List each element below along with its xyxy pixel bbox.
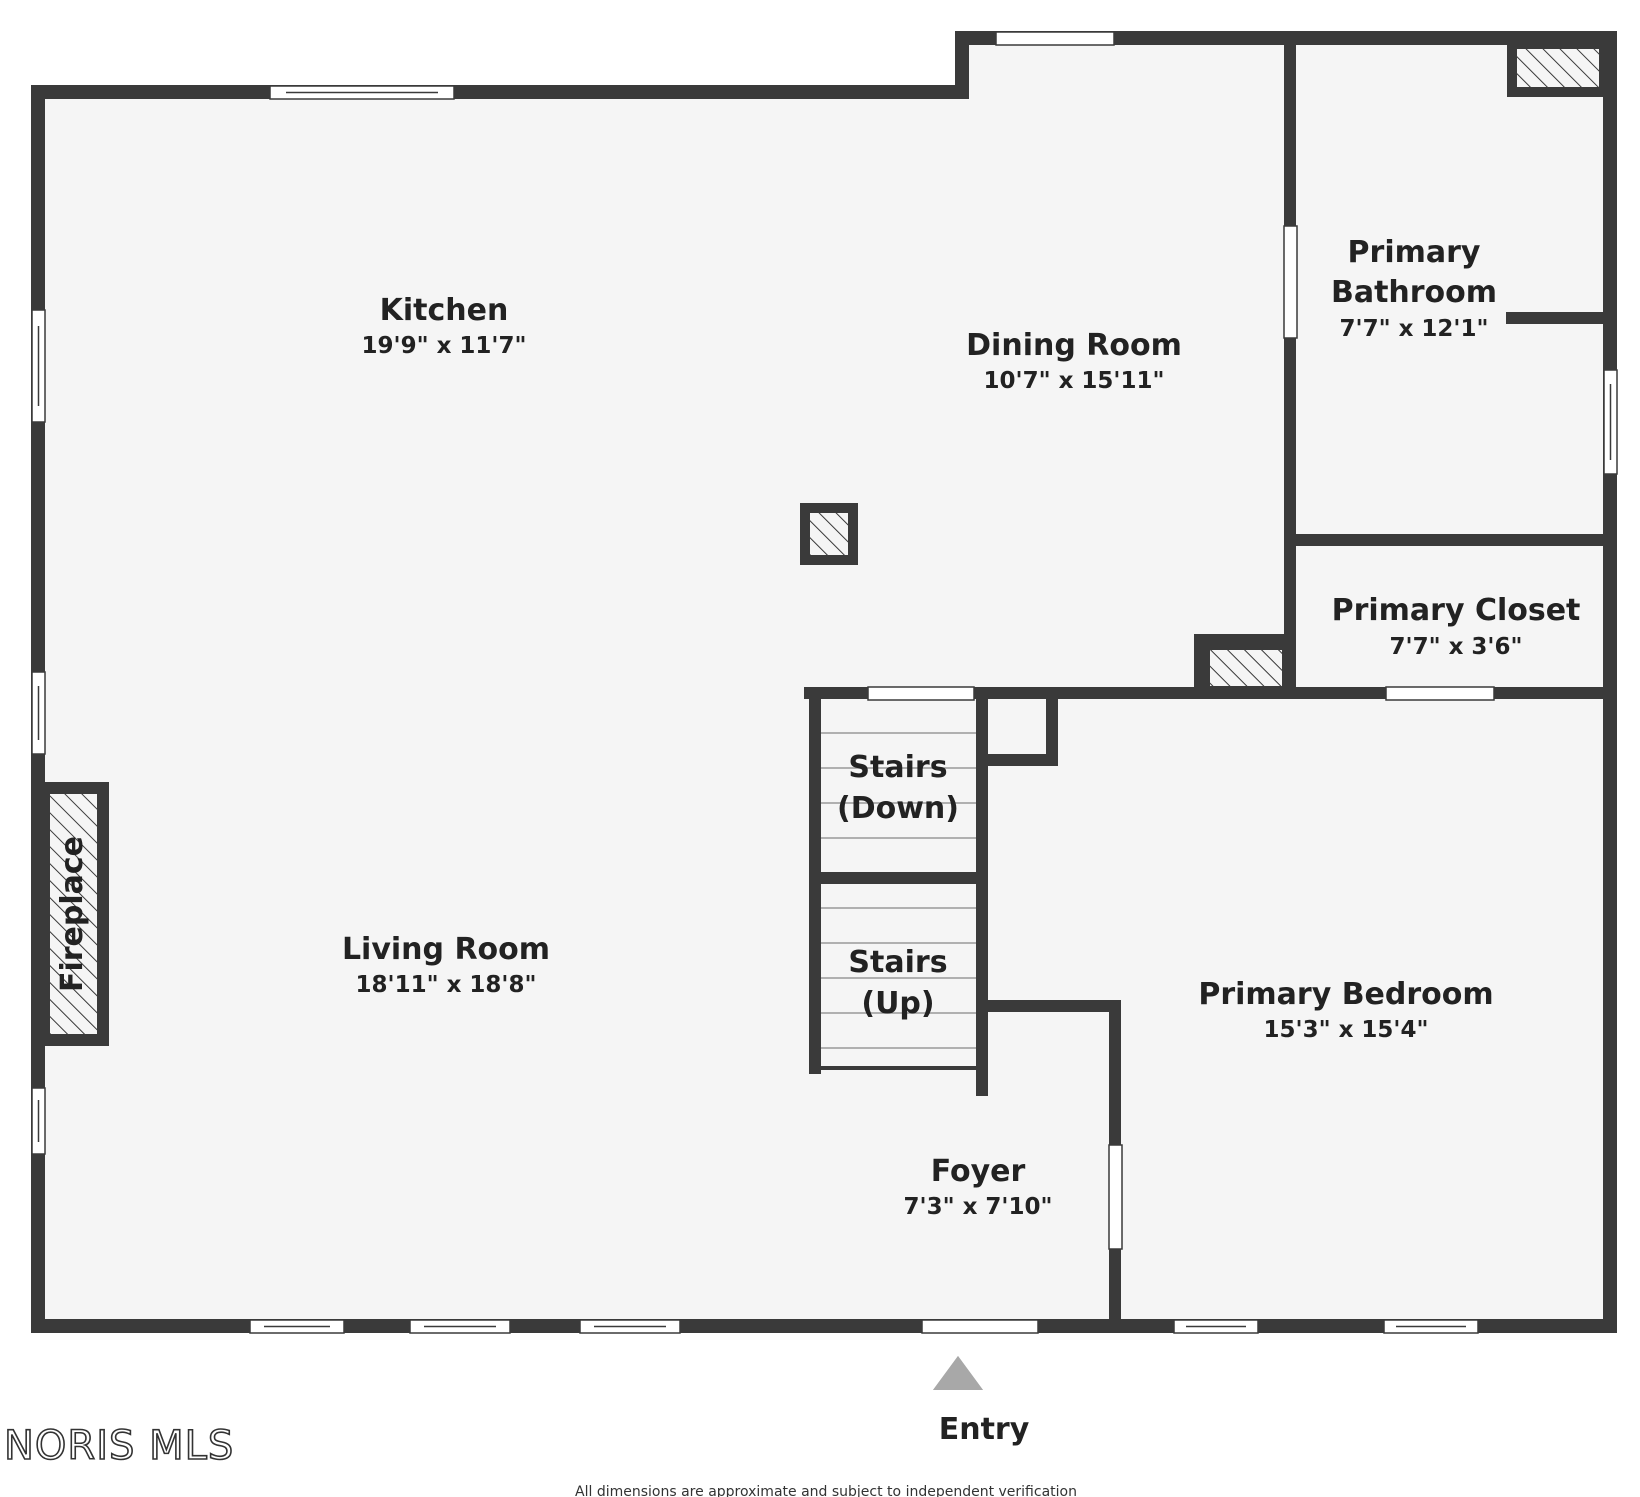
living-room-name: Living Room — [342, 932, 550, 967]
window — [1385, 686, 1495, 701]
dining-room-dims: 10'7" x 15'11" — [984, 368, 1165, 394]
kitchen-dims: 19'9" x 11'7" — [362, 333, 527, 359]
window — [1108, 1144, 1123, 1250]
primary-bedroom-name: Primary Bedroom — [1198, 977, 1493, 1012]
stairs-up-line2: (Up) — [861, 986, 934, 1021]
column — [800, 503, 858, 565]
fireplace-block — [38, 782, 109, 1046]
windows — [31, 31, 1618, 1334]
dining-room-name: Dining Room — [966, 328, 1182, 363]
entry-arrow-shape — [933, 1356, 983, 1390]
entry-label: Entry — [939, 1412, 1030, 1447]
room-labels: Kitchen 19'9" x 11'7" Dining Room 10'7" … — [342, 235, 1580, 1220]
living-room-dims: 18'11" x 18'8" — [356, 972, 537, 998]
foyer-dims: 7'3" x 7'10" — [904, 1194, 1053, 1220]
primary-closet-dims: 7'7" x 3'6" — [1390, 634, 1523, 660]
primary-bedroom-dims: 15'3" x 15'4" — [1264, 1017, 1429, 1043]
fireplace-label: Fireplace — [55, 836, 90, 992]
stairs-down-line2: (Down) — [837, 791, 959, 826]
kitchen-name: Kitchen — [380, 293, 509, 328]
primary-bathroom-name-line1: Primary — [1348, 235, 1481, 270]
primary-bathroom-name-line2: Bathroom — [1331, 275, 1497, 310]
dining-chase — [1202, 642, 1290, 694]
bathroom-chase — [1507, 39, 1609, 97]
foyer-name: Foyer — [931, 1154, 1026, 1189]
window — [867, 686, 975, 701]
floor-area — [38, 38, 1610, 1326]
disclaimer: All dimensions are approximate and subje… — [575, 1484, 1077, 1497]
mls-logo: NORIS MLS — [4, 1423, 234, 1469]
stair-treads — [821, 732, 976, 1049]
window — [1283, 225, 1298, 339]
primary-bathroom-dims: 7'7" x 12'1" — [1340, 316, 1489, 342]
stairs-up-line1: Stairs — [848, 945, 947, 980]
window — [995, 31, 1115, 46]
stairs-down-line1: Stairs — [848, 750, 947, 785]
entry-door-opening — [921, 1319, 1039, 1334]
primary-closet-name: Primary Closet — [1332, 593, 1581, 628]
